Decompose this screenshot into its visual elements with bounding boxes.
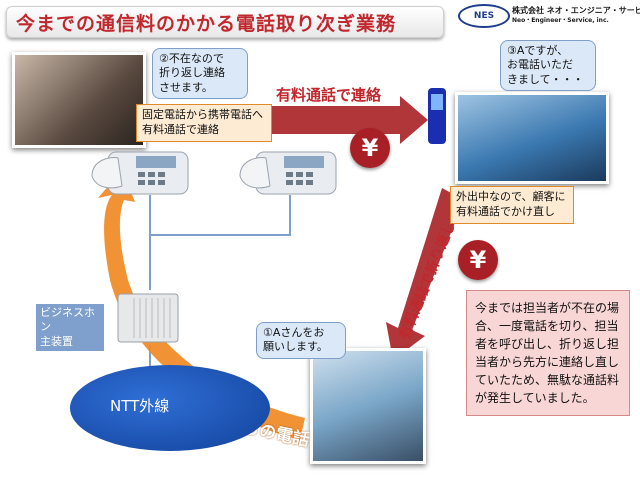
phone-wire xyxy=(149,195,291,236)
receptionist-photo xyxy=(12,52,146,148)
summary-note: 今までは担当者が不在の場合、一度電話を切り、担当者を呼び出し、折り返し担当者から… xyxy=(466,290,630,416)
caller-callout: ①Aさんをお 願いします。 xyxy=(256,322,346,359)
ntt-line-label: NTT外線 xyxy=(110,397,170,415)
paid-callback-arrow xyxy=(386,188,464,360)
company-logo: NES xyxy=(458,4,510,28)
company-name-en: Neo・Engineer・Service, inc. xyxy=(512,17,609,24)
pbx-unit-icon xyxy=(117,293,179,343)
mobile-person-callout: ③Aですが、 お電話いただ きまして・・・ xyxy=(500,40,596,91)
paid-call-arrow xyxy=(262,96,428,144)
caller-photo xyxy=(310,348,426,464)
desk-phone-right xyxy=(239,151,337,195)
page-title: 今までの通信料のかかる電話取り次ぎ業務 xyxy=(16,13,397,35)
title-bar xyxy=(6,6,444,38)
yen-coin-icon-1: ¥ xyxy=(350,128,390,168)
company-name-jp: 株式会社 ネオ・エンジニア・サービス xyxy=(512,6,640,15)
paid-call-label: 有料通話で連絡 xyxy=(276,86,382,104)
ntt-line-oval xyxy=(70,365,270,451)
fixed-to-mobile-note: 固定電話から携帯電話へ 有料通話で連絡 xyxy=(136,104,272,142)
desk-phone-left xyxy=(91,151,189,195)
mobile-person-photo xyxy=(455,92,609,184)
mobile-phone-icon xyxy=(428,88,446,144)
business-phone-label: ビジネスホン 主装置 xyxy=(36,304,104,351)
receptionist-callout: ②不在なので 折り返し連絡 させます。 xyxy=(152,48,248,99)
out-of-office-note: 外出中なので、顧客に 有料通話でかけ直し xyxy=(450,186,574,224)
yen-coin-icon-2: ¥ xyxy=(458,240,498,280)
